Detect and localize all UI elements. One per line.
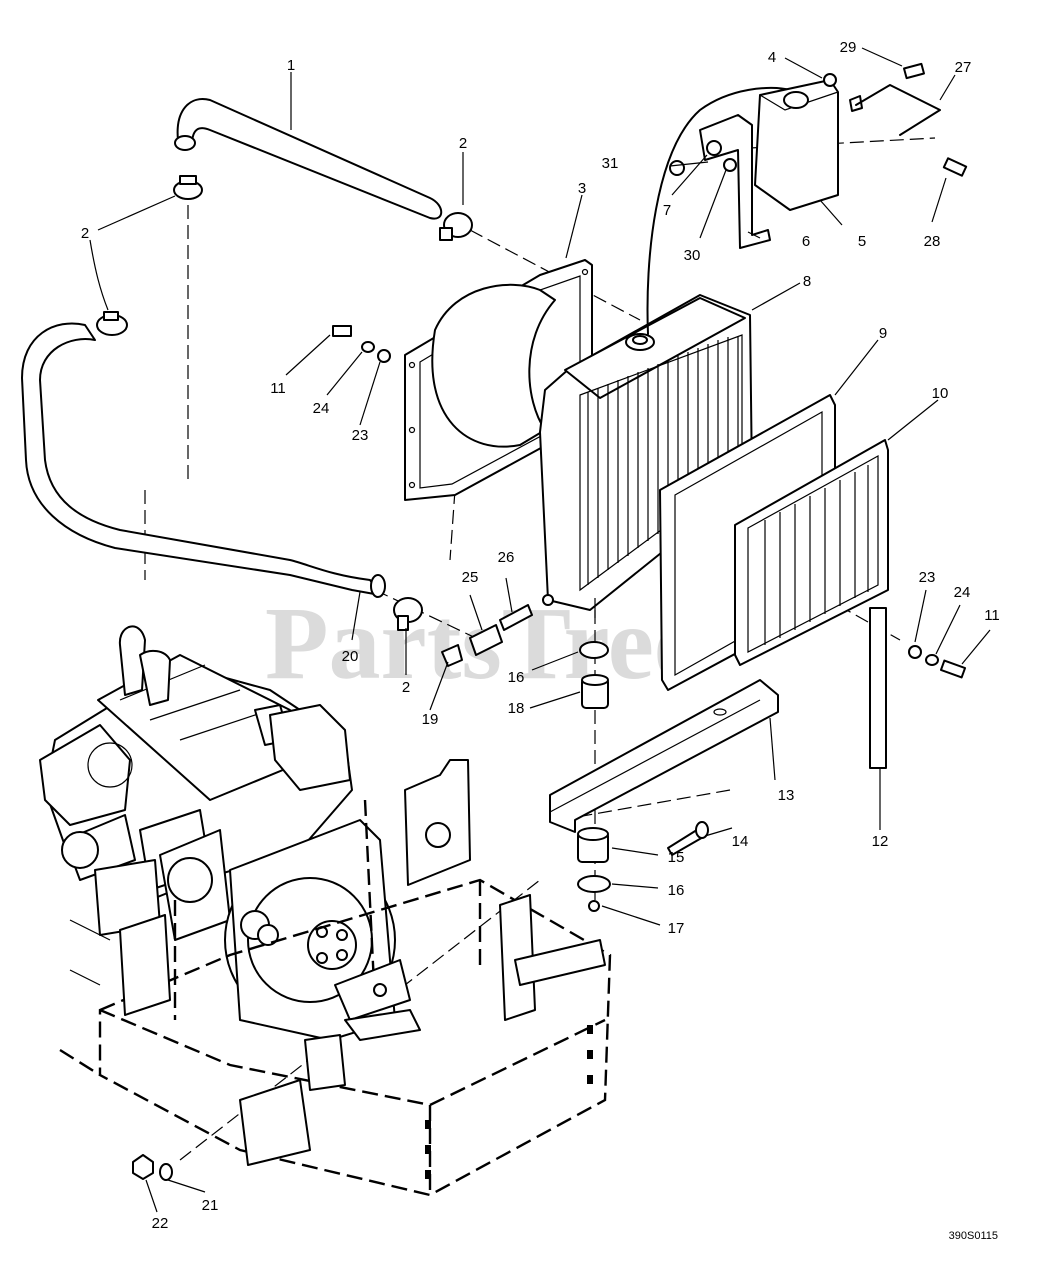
washer-23-left <box>377 349 391 363</box>
callout-5: 5 <box>858 233 866 250</box>
bolt-29 <box>903 62 925 80</box>
radiator <box>539 294 753 618</box>
callout-7: 7 <box>663 202 671 219</box>
hose-clamp-top <box>173 175 203 200</box>
washer-24-right <box>925 654 939 666</box>
frame-bracket-left <box>119 914 171 1016</box>
callout-2-upper: 2 <box>459 135 467 152</box>
lower-radiator-hose <box>21 322 386 598</box>
callout-23-left: 23 <box>352 427 369 444</box>
callout-12: 12 <box>872 833 889 850</box>
callout-9: 9 <box>879 325 887 342</box>
overflow-bottle <box>754 79 839 211</box>
callout-18: 18 <box>508 700 525 717</box>
washer-24-left <box>361 341 375 353</box>
leader-lines <box>89 47 991 1213</box>
washer-21 <box>159 1163 173 1181</box>
engine <box>39 625 396 1041</box>
isolator-18 <box>581 674 609 709</box>
callout-28: 28 <box>924 233 941 250</box>
callout-14: 14 <box>732 833 749 850</box>
nut-22 <box>132 1154 154 1180</box>
bolt-11-left <box>332 325 352 337</box>
nut-4 <box>823 73 837 87</box>
radiator-core-fins <box>587 336 739 585</box>
nut-31 <box>669 160 685 176</box>
callout-11-left: 11 <box>270 380 286 397</box>
callout-3: 3 <box>578 180 586 197</box>
callout-19: 19 <box>422 711 439 728</box>
washer-23-right <box>908 645 922 659</box>
callout-16-upper: 16 <box>508 669 525 686</box>
callout-27: 27 <box>955 59 972 76</box>
hose-fitting-26 <box>499 604 533 631</box>
washer-16-upper <box>579 641 609 659</box>
callout-16-lower: 16 <box>668 882 685 899</box>
bottle-strap <box>849 84 941 136</box>
callout-8: 8 <box>803 273 811 290</box>
washer-16-lower <box>577 875 611 893</box>
engine-mount-plate <box>404 759 471 886</box>
callout-26: 26 <box>498 549 515 566</box>
drain-cock-19 <box>441 644 463 667</box>
bolt-11-right <box>939 659 967 679</box>
frame-bracket-lower <box>239 1034 346 1166</box>
callout-1: 1 <box>287 57 295 74</box>
callout-2-lower: 2 <box>402 679 410 696</box>
callout-labels: 1 2 2 2 3 4 5 6 7 8 9 10 11 11 12 13 14 … <box>81 39 1000 1232</box>
callout-29: 29 <box>840 39 857 56</box>
mounting-strap <box>869 607 887 769</box>
callout-22: 22 <box>152 1215 169 1232</box>
callout-10: 10 <box>932 385 949 402</box>
frame-slots <box>425 1025 593 1179</box>
callout-24-left: 24 <box>313 400 330 417</box>
frame-bracket-right <box>499 894 606 1021</box>
bolt-14 <box>667 821 709 856</box>
callout-17: 17 <box>668 920 685 937</box>
callout-25: 25 <box>462 569 479 586</box>
callout-15: 15 <box>668 849 685 866</box>
callout-2-left: 2 <box>81 225 89 242</box>
radiator-grille <box>734 439 889 666</box>
hose-clamp-left <box>96 311 128 336</box>
frame-bracket-front <box>334 959 421 1041</box>
callout-24-right: 24 <box>954 584 971 601</box>
bolt-28 <box>942 157 968 177</box>
overflow-hose <box>646 86 791 335</box>
bolt-7 <box>706 140 722 156</box>
isolator-15 <box>577 827 609 863</box>
callout-21: 21 <box>202 1197 219 1214</box>
hose-adapter-25 <box>469 624 503 656</box>
callout-4: 4 <box>768 49 776 66</box>
drawing-reference: 390S0115 <box>949 1230 998 1242</box>
callout-23-right: 23 <box>919 569 936 586</box>
radiator-mount-bracket <box>549 679 779 833</box>
callout-11-right: 11 <box>984 607 1000 624</box>
nut-17 <box>588 900 600 912</box>
upper-radiator-hose <box>174 98 443 220</box>
callout-6: 6 <box>802 233 810 250</box>
callout-30: 30 <box>684 247 701 264</box>
callout-31: 31 <box>602 155 619 172</box>
hose-clamp-upper-right <box>439 212 473 241</box>
callout-20: 20 <box>342 648 359 665</box>
hose-clamp-lower <box>393 597 423 631</box>
washer-30 <box>723 158 737 172</box>
callout-13: 13 <box>778 787 795 804</box>
